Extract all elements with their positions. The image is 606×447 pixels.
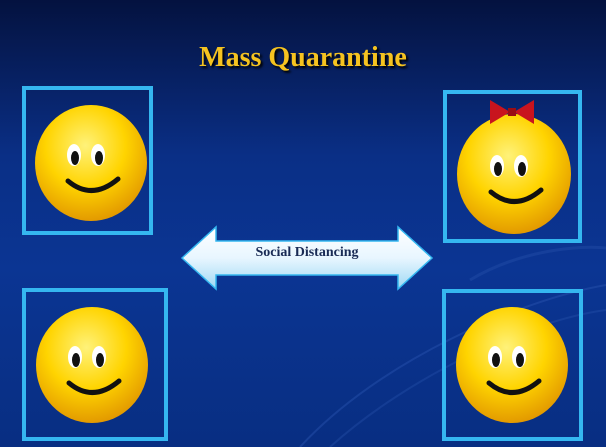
red-bow-icon xyxy=(490,100,534,124)
social-distancing-label: Social Distancing xyxy=(255,245,359,260)
smiley-face-icon xyxy=(456,307,568,423)
smiley-face-icon xyxy=(35,105,147,221)
person-frame-top-left xyxy=(22,86,153,235)
smiley-face-icon xyxy=(36,307,148,423)
person-frame-top-right xyxy=(443,90,582,243)
person-frame-bottom-right xyxy=(442,289,583,441)
smiley-face-with-bow-icon xyxy=(457,100,571,234)
slide-title: Mass Quarantine xyxy=(199,42,407,73)
double-arrow-icon xyxy=(180,225,434,291)
person-frame-bottom-left xyxy=(22,288,168,441)
